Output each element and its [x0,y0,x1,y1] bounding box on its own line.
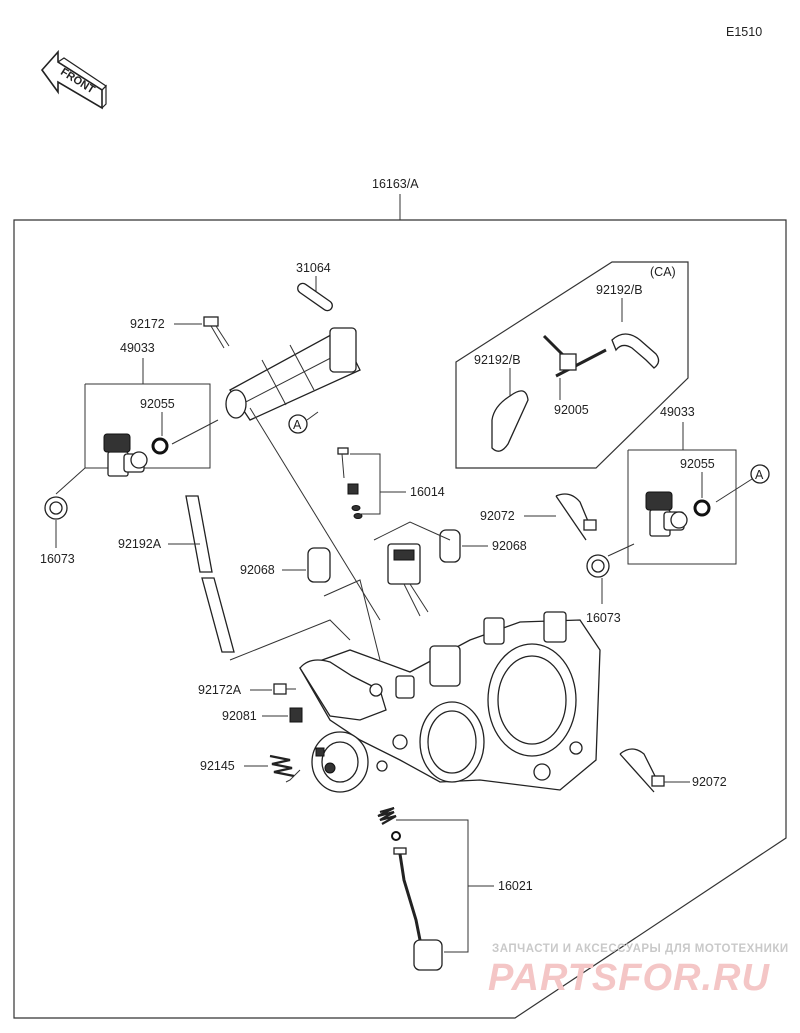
cap-92068-right [439,529,461,563]
spring-92145 [269,754,295,778]
label-92192b-left: 92192/B [474,353,521,367]
label-16021: 16021 [498,879,533,893]
screw-92172a [273,683,296,695]
nut-16073-right [586,554,610,578]
hose-92192a [185,495,235,653]
label-49033-left: 49033 [120,341,155,355]
label-92172a: 92172A [198,683,242,697]
cap-92068-left [307,547,331,583]
oring-92055-right [693,499,711,517]
ref-a-right [750,464,770,484]
oring-92055-left [151,437,169,455]
clamp-92072-upper [555,493,597,541]
throttle-body [299,543,601,793]
label-92005: 92005 [554,403,589,417]
svg-text:A: A [755,468,764,482]
tee-92005 [542,334,607,378]
ca-tag: (CA) [650,265,676,279]
hose-92192b-left [491,390,529,452]
label-92072-lower: 92072 [692,775,727,789]
ref-a-upper [288,414,308,434]
label-92068-right: 92068 [492,539,527,553]
label-16014: 16014 [410,485,445,499]
fitting-16014 [337,447,363,519]
watermark-tagline: ЗАПЧАСТИ И АКСЕССУАРЫ ДЛЯ МОТОТЕХНИКИ [492,943,789,955]
label-92055-left: 92055 [140,397,175,411]
label-49033-right: 49033 [660,405,695,419]
nut-16073-left [44,496,68,520]
svg-text:A: A [293,418,302,432]
diagram-id: E1510 [726,25,762,39]
label-31064: 31064 [296,261,331,275]
label-92192b-right: 92192/B [596,283,643,297]
watermark-brand: PARTSFOR.RU [488,957,770,999]
injector-right [645,491,688,537]
label-16073-left: 16073 [40,552,75,566]
label-16073-right: 16073 [586,611,621,625]
front-arrow-icon: FRONT [40,49,107,110]
label-16163a: 16163/A [372,177,419,191]
label-92055-right: 92055 [680,457,715,471]
injector-left [103,433,148,477]
assembly-frame [13,219,787,1019]
fuel-rail [225,282,361,421]
screw-16021 [377,806,443,971]
clamp-92072-lower [619,748,665,793]
ca-frame [455,261,689,469]
label-92072-upper: 92072 [480,509,515,523]
hose-92192b-right [611,333,660,369]
bolt-92172 [203,316,230,349]
label-92172: 92172 [130,317,165,331]
label-92068-left: 92068 [240,563,275,577]
label-92145: 92145 [200,759,235,773]
label-92081: 92081 [222,709,257,723]
spring-92081 [289,707,303,723]
label-92192a: 92192A [118,537,162,551]
